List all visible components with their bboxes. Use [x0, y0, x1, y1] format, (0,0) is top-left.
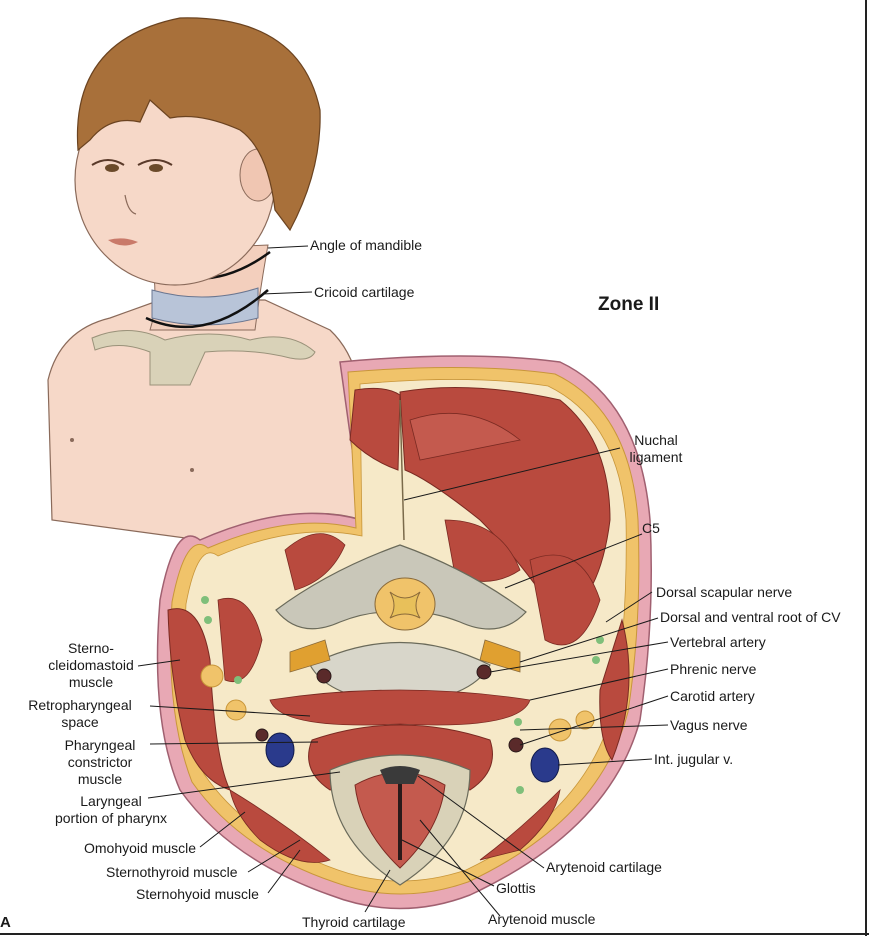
- label-scm-2: cleidomastoid: [36, 657, 146, 674]
- label-laryngeal-1: Laryngeal: [46, 793, 176, 810]
- label-nuchal-2: ligament: [616, 449, 696, 466]
- int-jugular-right: [531, 748, 559, 782]
- left-iris: [105, 164, 119, 172]
- panel-letter: A: [0, 914, 11, 931]
- left-nipple: [70, 438, 74, 442]
- lymph-node: [204, 616, 212, 624]
- label-nuchal-1: Nuchal: [616, 432, 696, 449]
- label-dorsal-ventral-root: Dorsal and ventral root of CV: [660, 609, 841, 626]
- label-carotid-artery: Carotid artery: [670, 688, 755, 705]
- label-thyroid-cartilage: Thyroid cartilage: [302, 914, 406, 931]
- lymph-node: [201, 596, 209, 604]
- label-pharyngeal-3: muscle: [50, 771, 150, 788]
- label-retropharyngeal-2: space: [20, 714, 140, 731]
- lymph-node: [516, 786, 524, 794]
- lymph-node: [514, 718, 522, 726]
- label-arytenoid-muscle: Arytenoid muscle: [488, 911, 595, 928]
- label-omohyoid: Omohyoid muscle: [84, 840, 196, 857]
- arytenoid-cartilage: [380, 766, 420, 784]
- prevertebral-muscle: [270, 690, 530, 725]
- lymph-node: [592, 656, 600, 664]
- label-sternothyroid: Sternothyroid muscle: [106, 864, 238, 881]
- label-cricoid-cartilage: Cricoid cartilage: [314, 284, 414, 301]
- label-retropharyngeal-1: Retropharyngeal: [20, 697, 140, 714]
- int-jugular-left: [266, 733, 294, 767]
- label-sternohyoid: Sternohyoid muscle: [136, 886, 259, 903]
- label-glottis: Glottis: [496, 880, 536, 897]
- vertebral-artery-left: [317, 669, 331, 683]
- right-nipple: [190, 468, 194, 472]
- label-vertebral-artery: Vertebral artery: [670, 634, 766, 651]
- label-phrenic-nerve: Phrenic nerve: [670, 661, 756, 678]
- vertebral-artery-right: [477, 665, 491, 679]
- right-iris: [149, 164, 163, 172]
- label-scm-3: muscle: [36, 674, 146, 691]
- lymph-node: [234, 676, 242, 684]
- zone-title: Zone II: [598, 294, 659, 316]
- label-pharyngeal-2: constrictor: [50, 754, 150, 771]
- glottis-slit: [398, 778, 402, 860]
- label-int-jugular: Int. jugular v.: [654, 751, 733, 768]
- label-c5: C5: [642, 520, 660, 537]
- fat-node: [576, 711, 594, 729]
- label-scm-1: Sterno-: [36, 640, 146, 657]
- label-angle-of-mandible: Angle of mandible: [310, 237, 422, 254]
- label-arytenoid-cartilage: Arytenoid cartilage: [546, 859, 662, 876]
- leader-cricoid: [262, 292, 312, 294]
- fat-node: [549, 719, 571, 741]
- label-dorsal-scapular-nerve: Dorsal scapular nerve: [656, 584, 792, 601]
- leader-angle-of-mandible: [268, 246, 308, 248]
- carotid-left: [256, 729, 268, 741]
- fat-node: [201, 665, 223, 687]
- child-illustration: [48, 18, 362, 540]
- label-pharyngeal-1: Pharyngeal: [50, 737, 150, 754]
- label-laryngeal-2: portion of pharynx: [46, 810, 176, 827]
- fat-node: [226, 700, 246, 720]
- label-vagus-nerve: Vagus nerve: [670, 717, 748, 734]
